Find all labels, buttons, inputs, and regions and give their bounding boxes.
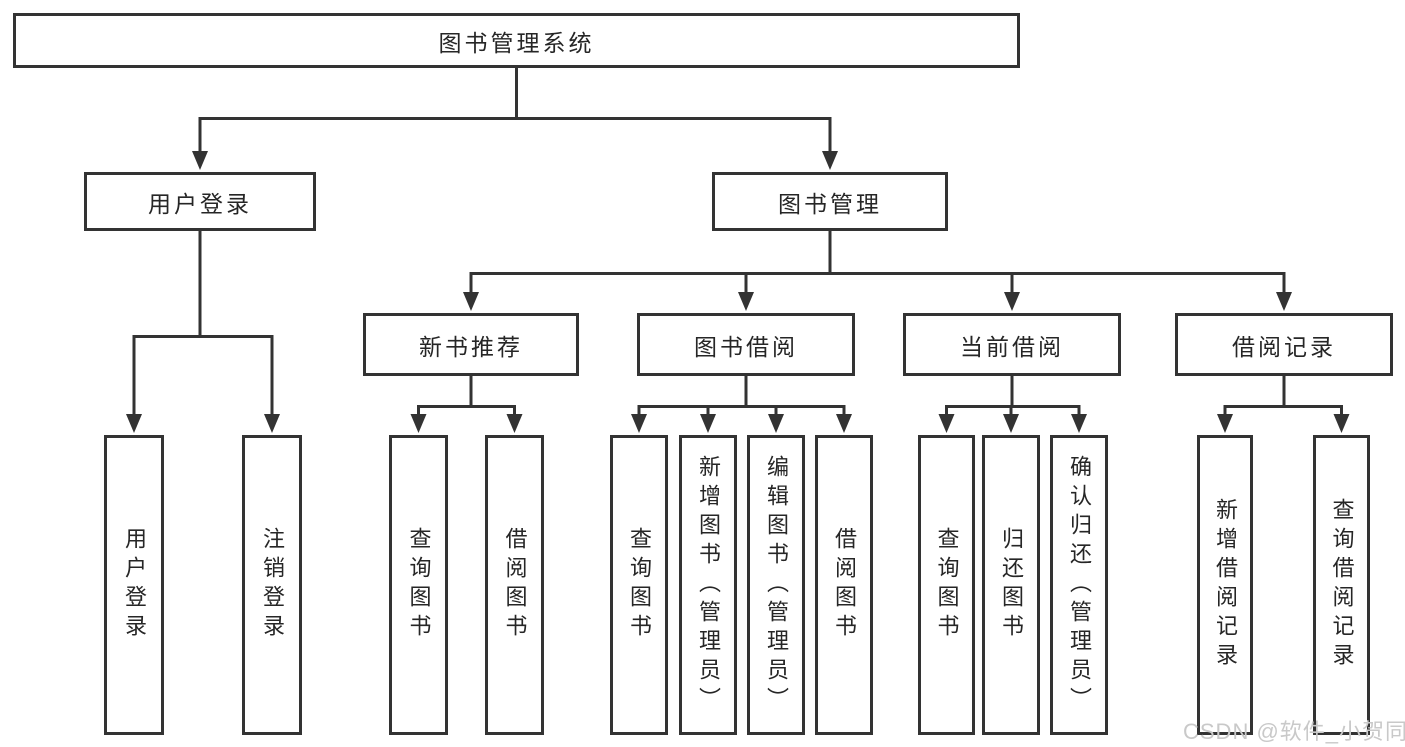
leaf-label: 新增借阅记录: [1213, 498, 1238, 672]
node-root-system: 图书管理系统: [13, 13, 1020, 68]
leaf-label: 编辑图书（管理员）: [764, 454, 789, 716]
leaf-label: 查询图书: [406, 527, 432, 643]
node-book-management: 图书管理: [712, 172, 948, 231]
node-book-borrow: 图书借阅: [637, 313, 855, 376]
leaf-return-book: 归还图书: [982, 435, 1040, 735]
leaf-label: 查询图书: [934, 527, 960, 643]
leaf-label: 归还图书: [999, 527, 1024, 643]
leaf-label: 借阅图书: [832, 527, 857, 643]
leaf-query-borrow-record: 查询借阅记录: [1313, 435, 1370, 735]
arrowheads: [126, 151, 1350, 433]
node-label: 借阅记录: [1232, 333, 1336, 360]
connector-stems: [132, 66, 1343, 414]
leaf-confirm-return-admin: 确认归还（管理员）: [1050, 435, 1108, 735]
leaf-borrow-book-1: 借阅图书: [485, 435, 544, 735]
leaf-label: 注销登录: [260, 527, 285, 643]
node-label: 图书管理系统: [438, 29, 595, 56]
leaf-add-book-admin: 新增图书（管理员）: [679, 435, 737, 735]
leaf-label: 查询图书: [627, 527, 652, 643]
node-label: 图书管理: [778, 190, 882, 217]
node-current-borrow: 当前借阅: [903, 313, 1121, 376]
leaf-label: 用户登录: [122, 527, 147, 643]
node-label: 用户登录: [148, 190, 252, 217]
leaf-edit-book-admin: 编辑图书（管理员）: [747, 435, 805, 735]
leaf-add-borrow-record: 新增借阅记录: [1197, 435, 1253, 735]
leaf-borrow-book-2: 借阅图书: [815, 435, 873, 735]
leaf-query-book-1: 查询图书: [389, 435, 448, 735]
leaf-query-book-2: 查询图书: [610, 435, 668, 735]
leaf-logout: 注销登录: [242, 435, 302, 735]
leaf-label: 新增图书（管理员）: [696, 454, 721, 716]
node-borrow-record: 借阅记录: [1175, 313, 1393, 376]
node-label: 新书推荐: [419, 333, 523, 360]
leaf-label: 借阅图书: [502, 527, 528, 643]
csdn-watermark: CSDN @软件_小贺同学: [1183, 719, 1405, 744]
leaf-label: 确认归还（管理员）: [1067, 454, 1092, 716]
node-label: 图书借阅: [694, 333, 798, 360]
leaf-user-login: 用户登录: [104, 435, 164, 735]
node-new-book-recommend: 新书推荐: [363, 313, 579, 376]
leaf-label: 查询借阅记录: [1329, 498, 1355, 672]
node-label: 当前借阅: [960, 333, 1064, 360]
leaf-query-book-3: 查询图书: [918, 435, 975, 735]
node-user-login: 用户登录: [84, 172, 316, 231]
